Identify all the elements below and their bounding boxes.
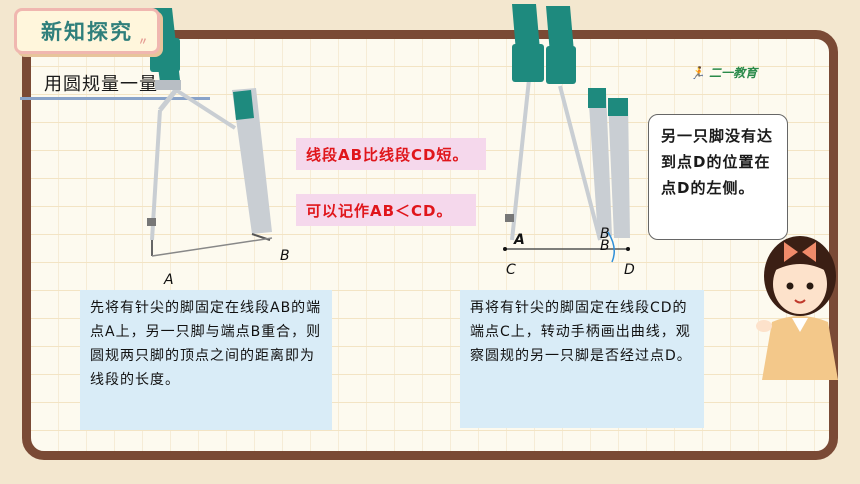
page-title-tag: 新知探究 〃 (14, 8, 160, 54)
page-title: 新知探究 (41, 20, 133, 44)
point-c-label: C (506, 262, 516, 278)
runner-icon: 🏃 (690, 66, 705, 80)
section-label: 用圆规量一量 (44, 74, 158, 95)
brand-logo: 🏃 二一教育 (690, 64, 757, 81)
right-point-b-shadow-label: B (600, 238, 610, 254)
left-compass-arm (174, 88, 237, 130)
logo-text: 二一教育 (709, 66, 758, 80)
point-d-label: D (624, 262, 635, 278)
right-point-b-label: B (600, 226, 610, 242)
notation-statement: 可以记作AB＜CD。 (296, 194, 476, 226)
title-decoration: 〃 (138, 37, 149, 48)
right-caption: 再将有针尖的脚固定在线段CD的端点C上，转动手柄画出曲线，观察圆规的另一只脚是否… (460, 290, 704, 428)
left-caption: 先将有针尖的脚固定在线段AB的端点A上，另一只脚与端点B重合，则圆规两只脚的顶点… (80, 290, 332, 430)
point-a-label: A (164, 272, 174, 288)
drawn-arc (607, 231, 615, 263)
right-compass (503, 4, 630, 263)
left-compass (147, 8, 273, 257)
left-compass-needle-clip (147, 218, 156, 226)
comparison-statement: 线段AB比线段CD短。 (296, 138, 486, 170)
right-compass-needle-leg (510, 69, 532, 241)
right-compass-pencil-leg (588, 90, 612, 238)
right-compass-arm (558, 85, 602, 241)
girl-illustration (756, 236, 838, 380)
right-compass-handle (512, 4, 540, 52)
speech-bubble: 另一只脚没有达到点D的位置在点D的左侧。 (648, 114, 788, 240)
point-b-label: B (280, 248, 290, 264)
left-compass-pencil-leg (232, 88, 272, 234)
right-point-a-label: A (514, 232, 525, 248)
section-underline (20, 97, 210, 100)
segment-ab-line (151, 237, 273, 257)
